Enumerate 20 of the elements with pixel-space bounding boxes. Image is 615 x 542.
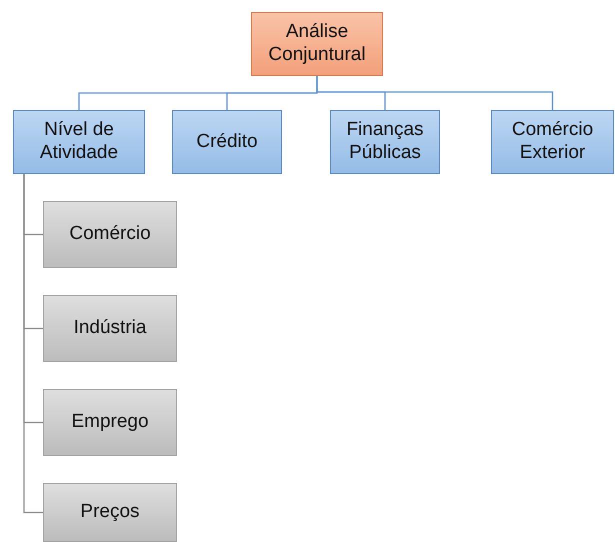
subcategory-box — [43, 483, 177, 542]
box-label: Comércio — [69, 223, 151, 246]
connector-line — [316, 76, 554, 110]
subcategory-box — [43, 389, 177, 456]
box-label: Preços — [80, 501, 140, 524]
connector-line — [23, 174, 43, 514]
category-box — [491, 110, 614, 174]
box-label: Indústria — [74, 317, 146, 340]
box-label: Nível de Atividade — [38, 119, 120, 165]
category-box — [251, 12, 383, 76]
box-label: Finanças Públicas — [345, 119, 425, 165]
subcategory-box — [43, 201, 177, 268]
subcategory-box — [43, 295, 177, 362]
box-label: Comércio Exterior — [510, 119, 594, 165]
category-box — [172, 110, 282, 174]
box-label: Emprego — [71, 411, 149, 434]
box-label: Análise Conjuntural — [267, 21, 367, 67]
box-label: Crédito — [196, 130, 258, 154]
category-box — [330, 110, 440, 174]
category-box — [13, 110, 145, 174]
